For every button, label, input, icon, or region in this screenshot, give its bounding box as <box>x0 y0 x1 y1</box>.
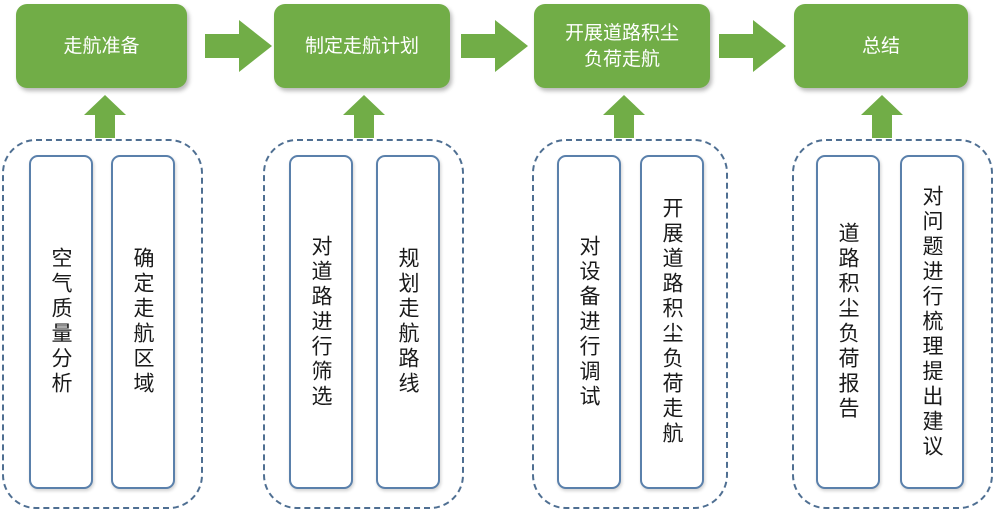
task-card-text: 规划走航路线 <box>396 247 420 397</box>
task-group-preparation <box>2 139 203 509</box>
step-box-summary: 总结 <box>794 4 968 88</box>
task-card: 道路积尘负荷报告 <box>816 155 880 489</box>
task-group-execution <box>532 139 728 509</box>
right-arrow-icon <box>205 20 272 72</box>
task-group-summary <box>792 139 993 509</box>
step-title: 走航准备 <box>63 35 140 57</box>
right-arrow-icon <box>719 20 786 72</box>
task-card-text: 确定走航区域 <box>131 247 155 397</box>
up-arrow-icon <box>343 95 385 138</box>
right-arrow-icon <box>461 20 528 72</box>
step-title-line: 开展道路积尘 <box>564 22 679 44</box>
task-card: 规划走航路线 <box>376 155 440 489</box>
task-card: 确定走航区域 <box>111 155 175 489</box>
up-arrow-icon <box>861 95 903 138</box>
up-arrow-icon <box>603 95 645 138</box>
task-card-text: 对问题进行梳理提出建议 <box>920 184 944 460</box>
step-box-execution: 开展道路积尘 负荷走航 <box>534 4 710 88</box>
task-card: 对设备进行调试 <box>557 155 621 489</box>
task-card: 空气质量分析 <box>29 155 93 489</box>
step-title: 总结 <box>861 35 900 57</box>
task-card-text: 开展道路积尘负荷走航 <box>660 197 684 447</box>
step-title-line: 负荷走航 <box>583 48 660 70</box>
task-card-text: 对设备进行调试 <box>577 234 601 410</box>
task-group-plan <box>263 139 464 509</box>
task-card-text: 对道路进行筛选 <box>309 234 333 410</box>
task-card: 对问题进行梳理提出建议 <box>900 155 964 489</box>
up-arrow-icon <box>84 95 126 138</box>
step-box-preparation: 走航准备 <box>16 4 187 88</box>
task-card-text: 道路积尘负荷报告 <box>836 222 860 422</box>
task-card: 开展道路积尘负荷走航 <box>640 155 704 489</box>
task-card-text: 空气质量分析 <box>49 247 73 397</box>
step-title: 制定走航计划 <box>304 35 419 57</box>
task-card: 对道路进行筛选 <box>289 155 353 489</box>
step-box-plan: 制定走航计划 <box>274 4 450 88</box>
